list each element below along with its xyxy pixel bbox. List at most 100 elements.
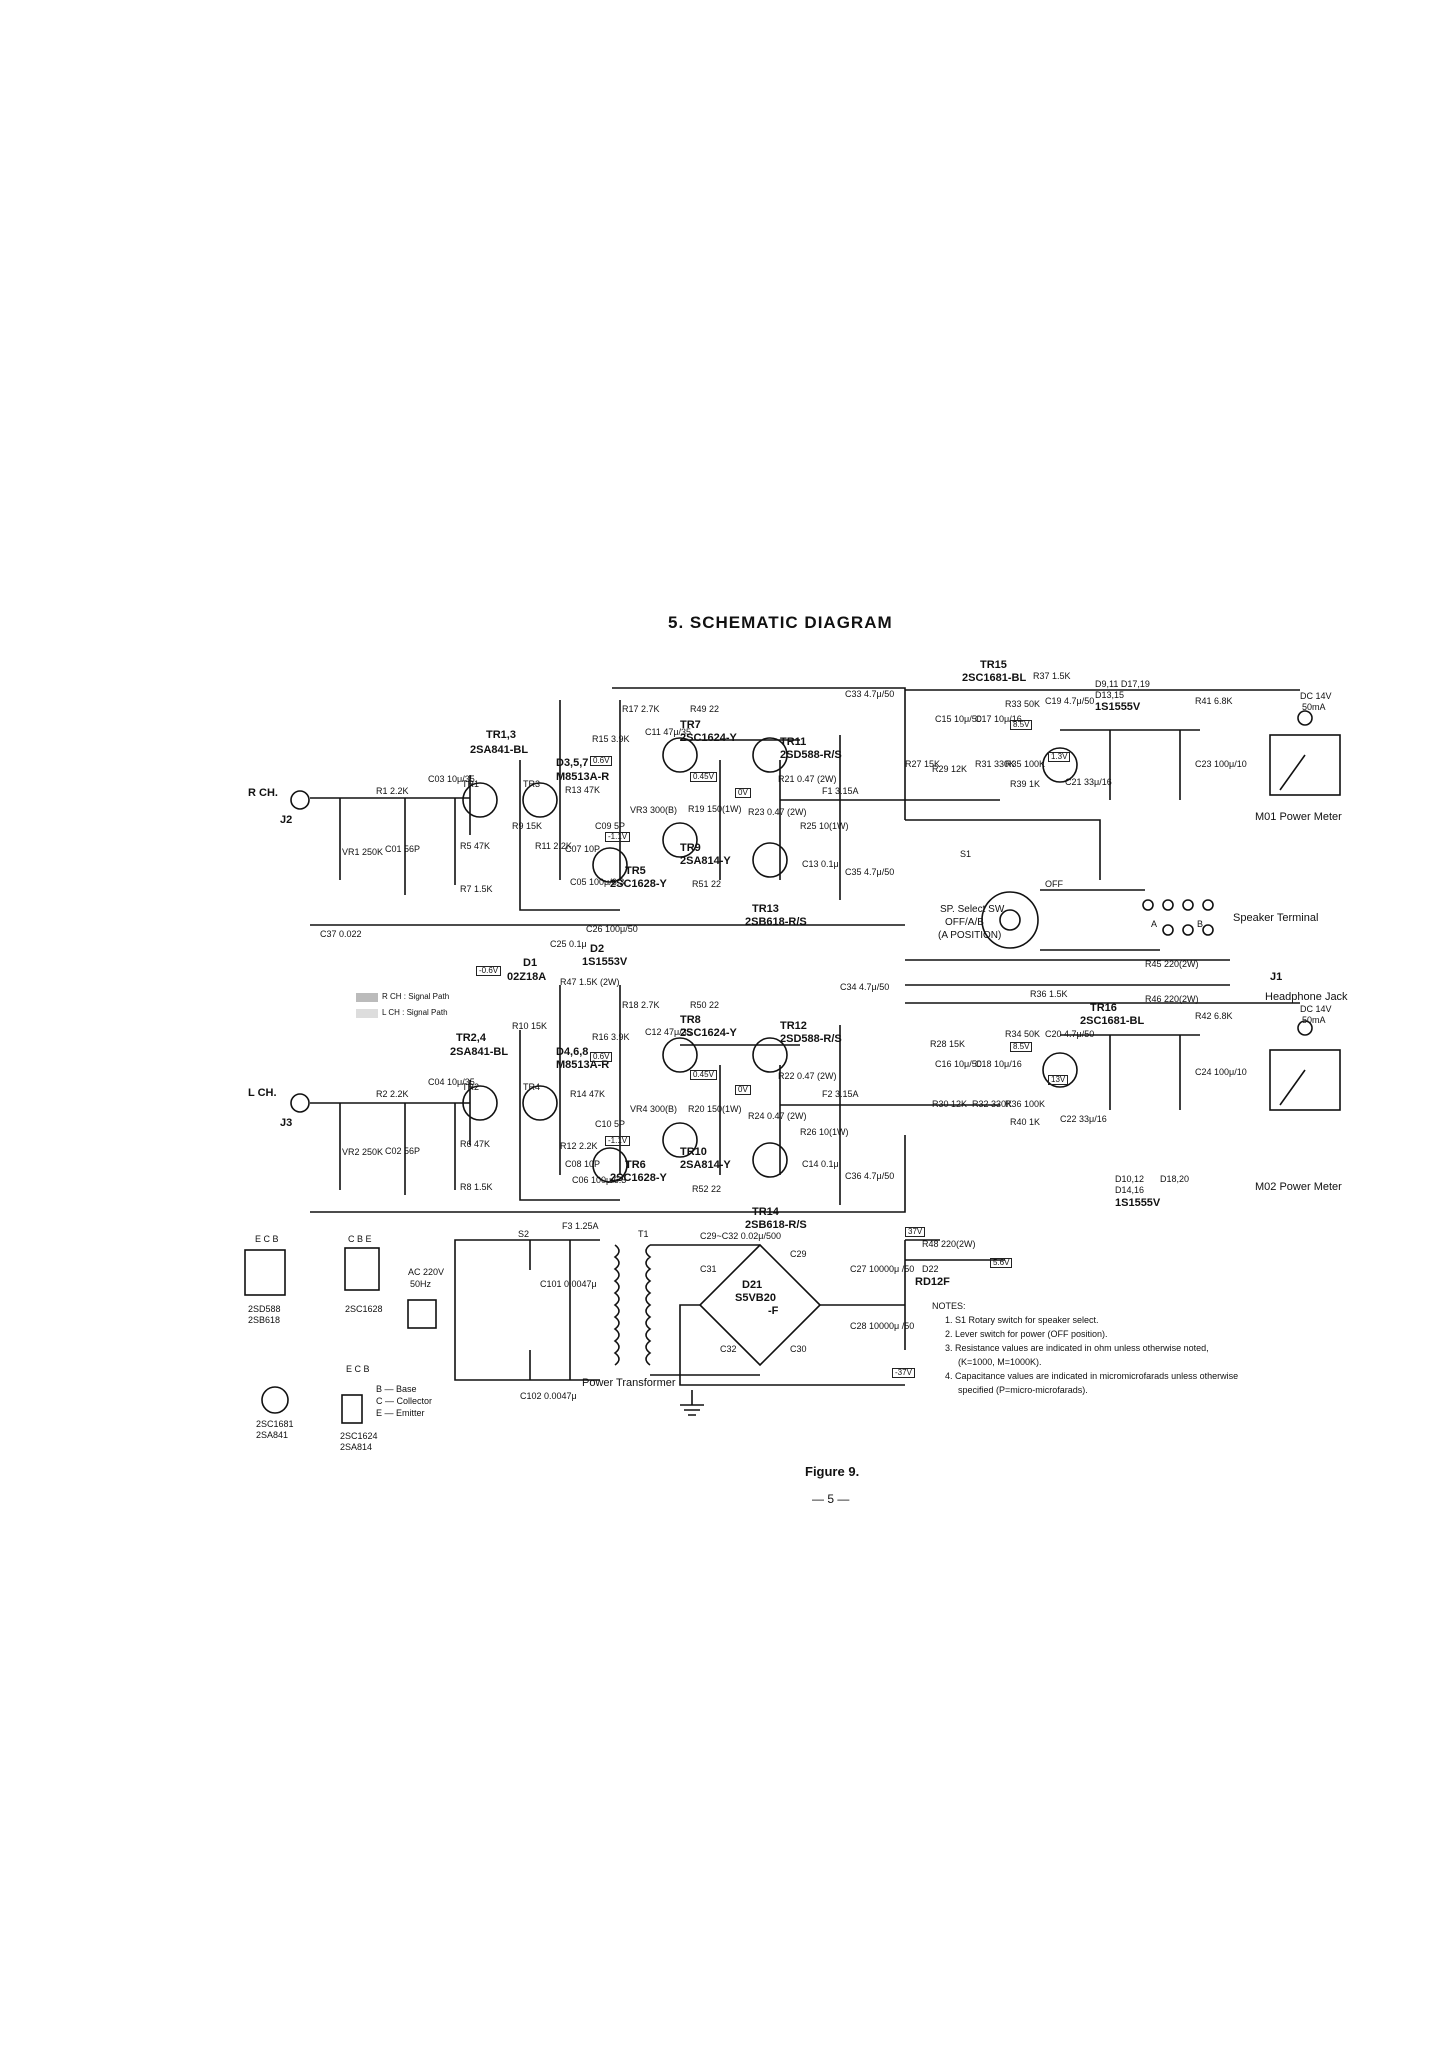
terminal-b-label: B bbox=[1197, 919, 1204, 929]
r39-label: R39 1K bbox=[1010, 779, 1041, 789]
l-channel-output bbox=[780, 1025, 905, 1205]
voltage-tag-15: -37V bbox=[892, 1368, 915, 1378]
l-channel-amp bbox=[469, 985, 800, 1201]
t1-label: T1 bbox=[638, 1229, 649, 1239]
r9-label: R9 15K bbox=[512, 821, 543, 831]
l-channel-input bbox=[310, 1102, 470, 1195]
legend-l-path: L CH : Signal Path bbox=[382, 1008, 448, 1017]
tr2-label: TR2 bbox=[462, 1082, 480, 1092]
c07-label: C07 10P bbox=[565, 844, 601, 854]
c20-label: C20 4.7μ/50 bbox=[1045, 1029, 1095, 1039]
r2-label: R2 2.2K bbox=[376, 1089, 409, 1099]
f3-label: F3 1.25A bbox=[562, 1221, 599, 1231]
c06-label: C06 100μ/6.3 bbox=[572, 1175, 627, 1185]
r22-label: R22 0.47 (2W) bbox=[778, 1071, 837, 1081]
regulator-wiring bbox=[904, 1239, 1005, 1350]
r40-label: R40 1K bbox=[1010, 1117, 1041, 1127]
note-4b: specified (P=micro-microfarads). bbox=[958, 1385, 1088, 1395]
tr4-label: TR4 bbox=[523, 1082, 541, 1092]
tr13-label: TR13 bbox=[752, 903, 779, 915]
bridge-rectifier bbox=[698, 1243, 822, 1367]
r35-label: R35 100K bbox=[1005, 759, 1046, 769]
jack-j3-label: J3 bbox=[280, 1117, 293, 1129]
ac-voltage-label: AC 220V bbox=[408, 1267, 445, 1277]
tr10-type: 2SA814-Y bbox=[680, 1159, 731, 1171]
c26-label: C26 100μ/50 bbox=[586, 924, 638, 934]
power-meter-m02 bbox=[1269, 1049, 1341, 1111]
pin-base-label: B — Base bbox=[376, 1384, 417, 1394]
d468-label: D4,6,8 bbox=[556, 1046, 589, 1058]
c25-label: C25 0.1μ bbox=[550, 939, 587, 949]
r33-label: R33 50K bbox=[1005, 699, 1041, 709]
secondary-wiring bbox=[650, 1244, 905, 1386]
c13-label: C13 0.1μ bbox=[802, 859, 839, 869]
d2-label: D2 bbox=[590, 943, 605, 955]
transistor-symbols bbox=[462, 737, 1078, 1183]
meter-m02-label: M02 Power Meter bbox=[1255, 1181, 1342, 1193]
c33-label: C33 4.7μ/50 bbox=[845, 689, 895, 699]
r8-label: R8 1.5K bbox=[460, 1182, 493, 1192]
dc1-label: DC 14V bbox=[1300, 691, 1332, 701]
c12-label: C12 47μ/35 bbox=[645, 1027, 692, 1037]
negative-rail bbox=[310, 1135, 906, 1213]
d1-label: D1 bbox=[523, 957, 538, 969]
r30-label: R30 12K bbox=[932, 1099, 968, 1109]
note-2: 2. Lever switch for power (OFF position)… bbox=[945, 1329, 1108, 1339]
tr14-label: TR14 bbox=[752, 1206, 779, 1218]
dc2-label: DC 14V bbox=[1300, 1004, 1332, 1014]
voltage-tag-13: 37V bbox=[905, 1227, 926, 1237]
tr1-3-label: TR1,3 bbox=[486, 729, 516, 741]
jack-j2-label: J2 bbox=[280, 814, 293, 826]
tr3-label: TR3 bbox=[523, 779, 541, 789]
speaker-wiring bbox=[905, 819, 1230, 986]
package-2sd588: 2SD588 bbox=[248, 1304, 281, 1314]
switch-off-label: OFF bbox=[1045, 879, 1063, 889]
r14-label: R14 47K bbox=[570, 1089, 606, 1099]
c27-label: C27 10000μ /50 bbox=[850, 1264, 915, 1274]
tr11-type: 2SD588-R/S bbox=[780, 749, 842, 761]
c01-label: C01 56P bbox=[385, 844, 421, 854]
c11-label: C11 47μ/35 bbox=[645, 727, 692, 737]
tr13-type: 2SB618-R/S bbox=[745, 916, 807, 928]
r11-label: R11 2.2K bbox=[535, 841, 572, 851]
package-2sc1624: 2SC1624 bbox=[340, 1431, 378, 1441]
voltage-tag-6: 0.45V bbox=[690, 1070, 717, 1080]
r6-label: R6 47K bbox=[460, 1139, 491, 1149]
voltage-tag-1: 0.6V bbox=[590, 756, 613, 766]
voltage-tag-2: 0.45V bbox=[690, 772, 717, 782]
c36-label: C36 4.7μ/50 bbox=[845, 1171, 895, 1181]
meter-2-wiring bbox=[905, 1002, 1300, 1110]
tr10-label: TR10 bbox=[680, 1146, 707, 1158]
r31-label: R31 330K bbox=[975, 759, 1016, 769]
speaker-select-switch bbox=[981, 891, 1039, 949]
r19-label: R19 150(1W) bbox=[688, 804, 742, 814]
meter-m01-label: M01 Power Meter bbox=[1255, 811, 1342, 823]
r28-label: R28 15K bbox=[930, 1039, 966, 1049]
voltage-tag-11: 8.5V bbox=[1010, 1042, 1033, 1052]
s1-desc-1: SP. Select SW. bbox=[940, 904, 1007, 915]
package-2sa841: 2SA841 bbox=[256, 1430, 289, 1440]
s1-desc-2: OFF/A/B bbox=[945, 917, 984, 928]
s1-label: S1 bbox=[960, 849, 972, 859]
tr14-type: 2SB618-R/S bbox=[745, 1219, 807, 1231]
tr6-type: 2SC1628-Y bbox=[610, 1172, 667, 1184]
f1-label: F1 3.15A bbox=[822, 786, 859, 796]
package-ecb-2: E C B bbox=[346, 1364, 370, 1374]
tr9-label: TR9 bbox=[680, 842, 701, 854]
d-top-type: 1S1555V bbox=[1095, 701, 1141, 713]
r29-label: R29 12K bbox=[932, 764, 968, 774]
c29-32-label: C29~C32 0.02μ/500 bbox=[700, 1231, 781, 1241]
c21-label: C21 33μ/16 bbox=[1065, 777, 1112, 787]
c02-label: C02 56P bbox=[385, 1146, 421, 1156]
r36-top-label: R36 1.5K bbox=[1030, 989, 1068, 999]
r13-label: R13 47K bbox=[565, 785, 601, 795]
r52-label: R52 22 bbox=[692, 1184, 722, 1194]
c24-label: C24 100μ/10 bbox=[1195, 1067, 1247, 1077]
r5-label: R5 47K bbox=[460, 841, 491, 851]
vr2-label: VR2 250K bbox=[342, 1147, 384, 1157]
d22-label: D22 bbox=[922, 1264, 939, 1274]
note-1: 1. S1 Rotary switch for speaker select. bbox=[945, 1315, 1099, 1325]
headphone-label: Headphone Jack bbox=[1265, 991, 1348, 1003]
c31-label: C31 bbox=[700, 1264, 717, 1274]
package-2sc1628: 2SC1628 bbox=[345, 1304, 383, 1314]
